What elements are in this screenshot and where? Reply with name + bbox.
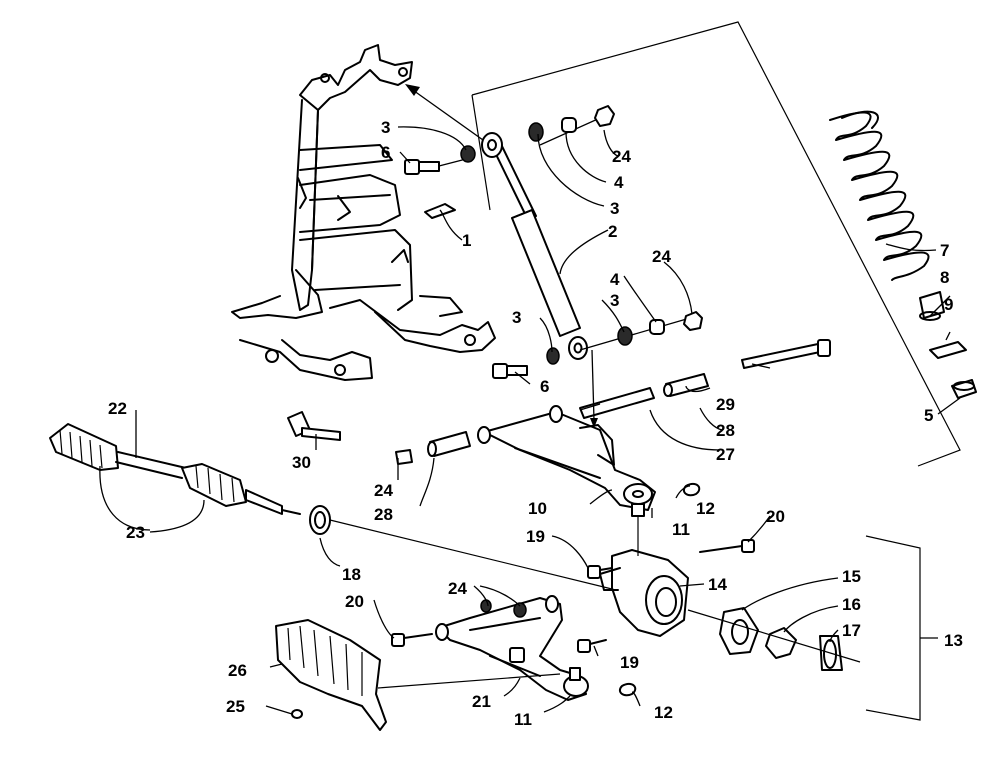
drive-axle [49,423,617,591]
callout-3: 3 [610,291,619,310]
shock-absorber [481,117,691,360]
callout-11: 11 [514,710,532,729]
callout-13: 13 [944,631,963,650]
callout-16: 16 [842,595,861,614]
callout-labels: 1 2 3 3 3 3 4 4 5 6 6 7 8 9 10 11 11 12 … [108,118,963,729]
callout-3: 3 [512,308,521,327]
callout-6: 6 [381,143,390,162]
upper-shock-hardware [404,105,615,219]
callout-24: 24 [374,481,393,500]
callout-25: 25 [226,697,245,716]
hub-bearing-group [687,607,861,671]
callout-12: 12 [654,703,673,722]
callout-4: 4 [610,270,620,289]
callout-7: 7 [940,241,949,260]
callout-30: 30 [292,453,311,472]
callout-28: 28 [716,421,735,440]
callout-20: 20 [345,592,364,611]
ball-joint-stud [287,411,341,441]
callout-11: 11 [672,520,690,539]
callout-8: 8 [940,268,949,287]
spring-seat-parts [919,291,977,399]
lower-a-arm [435,595,637,701]
callout-18: 18 [342,565,361,584]
reference-outline [471,21,961,467]
callout-28: 28 [374,505,393,524]
callout-26: 26 [228,661,247,680]
callout-22: 22 [108,399,127,418]
callout-3: 3 [610,199,619,218]
callout-21: 21 [472,692,491,711]
callout-20: 20 [766,507,785,526]
leader-lines [99,126,961,715]
callout-27: 27 [716,445,735,464]
upper-pivot-hardware [395,339,831,465]
lower-shock-hardware [492,311,703,379]
callout-17: 17 [842,621,861,640]
group-bracket-13 [865,535,921,721]
a-arm-guard [275,619,561,731]
callout-6: 6 [540,377,549,396]
callout-23: 23 [126,523,145,542]
callout-19: 19 [526,527,545,546]
callout-19: 19 [620,653,639,672]
callout-24: 24 [448,579,467,598]
direction-arrow [405,84,491,146]
callout-5: 5 [924,406,933,425]
coil-spring [829,110,930,281]
callout-24: 24 [652,247,671,266]
upper-a-arm [477,405,701,517]
callout-9: 9 [944,295,953,314]
knuckle-bolts [391,539,755,653]
callout-29: 29 [716,395,735,414]
callout-2: 2 [608,222,617,241]
callout-3: 3 [381,118,390,137]
callout-1: 1 [462,231,471,250]
callout-24: 24 [612,147,631,166]
frame-assembly [231,44,496,381]
callout-12: 12 [696,499,715,518]
callout-15: 15 [842,567,861,586]
callout-14: 14 [708,575,727,594]
callout-4: 4 [614,173,624,192]
steering-knuckle [599,516,689,637]
callout-10: 10 [528,499,547,518]
